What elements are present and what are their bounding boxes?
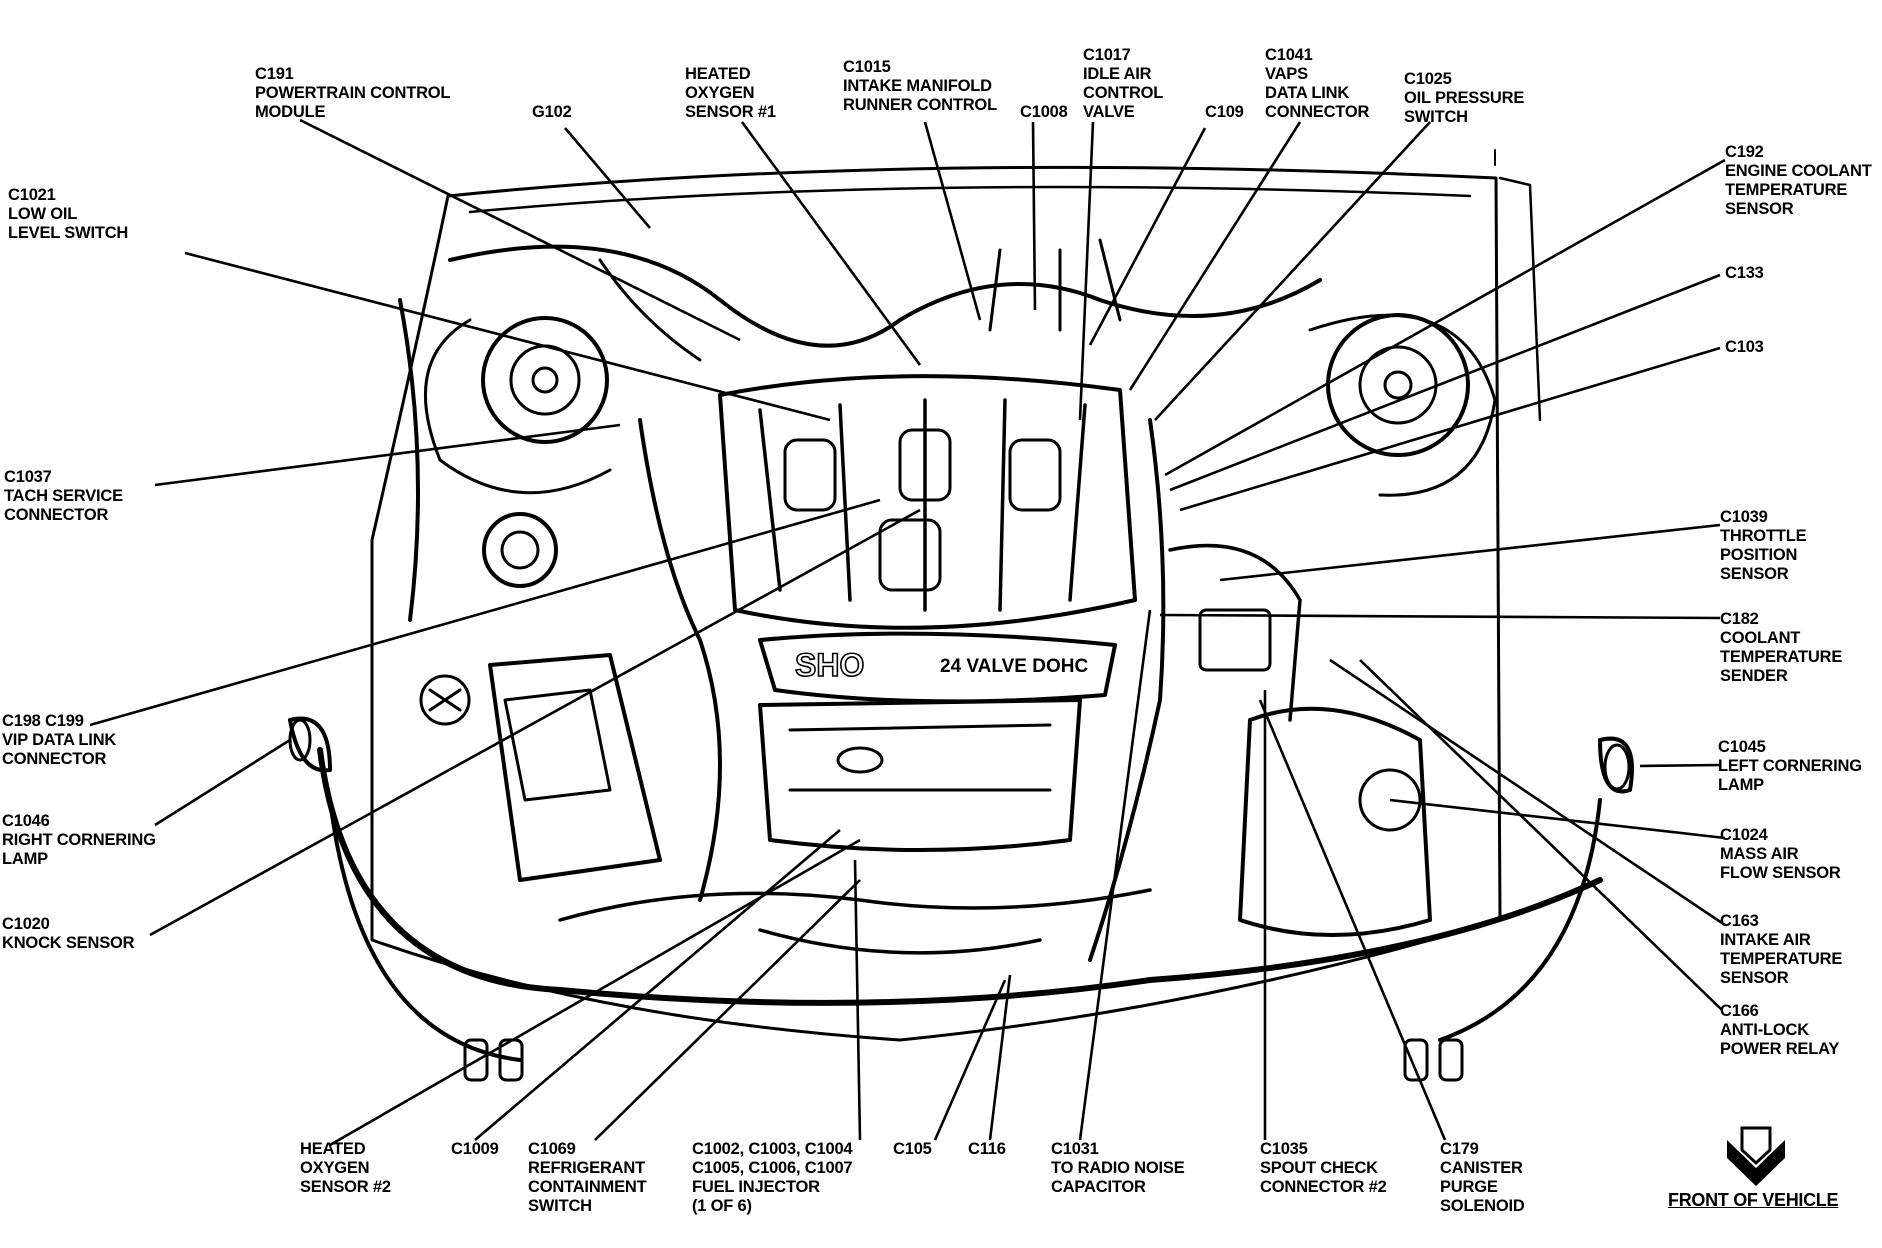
leader-lines	[89, 118, 1726, 1147]
leader-c1031	[1078, 609, 1152, 1141]
leader-heated-o2-1	[740, 121, 922, 366]
label-c105: C105	[893, 1140, 932, 1158]
leader-c1008	[1031, 121, 1037, 311]
leader-c109	[1088, 127, 1207, 346]
leader-c166	[1359, 659, 1723, 1011]
leader-c1045	[1639, 763, 1721, 768]
front-arrow-icon	[1727, 1126, 1785, 1186]
leader-c1037	[154, 423, 621, 487]
leader-c192	[1164, 158, 1726, 477]
label-c109: C109	[1205, 103, 1244, 121]
leader-c182	[1159, 613, 1721, 620]
label-c103: C103	[1725, 338, 1764, 356]
leader-c1046	[154, 738, 291, 827]
leader-c103	[1179, 346, 1721, 512]
leader-c1021	[184, 251, 831, 422]
label-c1009: C1009	[451, 1140, 499, 1158]
leader-c1002	[853, 859, 862, 1141]
leader-c1039	[1219, 523, 1721, 582]
leader-heated-o2-2	[329, 838, 861, 1147]
leader-c198	[89, 498, 881, 727]
leader-c105	[933, 979, 1007, 1141]
leader-c179	[1258, 699, 1447, 1141]
leader-c1025	[1154, 121, 1431, 421]
leader-c1009	[474, 829, 841, 1141]
leader-c1069	[594, 879, 861, 1141]
leader-c1017	[1078, 121, 1095, 421]
label-c1008: C1008	[1020, 103, 1068, 121]
leader-g102	[564, 127, 651, 229]
leader-c1015	[923, 121, 982, 321]
engine-illustration: SHO 24 VALVE DOHC	[288, 149, 1634, 1082]
label-c133: C133	[1725, 264, 1764, 282]
leader-c163	[1329, 658, 1726, 927]
leader-c1020	[149, 508, 921, 937]
leader-c1024	[1389, 798, 1726, 840]
front-of-vehicle-label: FRONT OF VEHICLE	[1668, 1190, 1839, 1210]
label-c116: C116	[968, 1140, 1006, 1158]
sho-logo: SHO	[795, 647, 864, 683]
leader-c116	[988, 974, 1012, 1141]
valve-dohc-text: 24 VALVE DOHC	[940, 656, 1088, 677]
leader-c133	[1169, 273, 1721, 492]
leader-c191	[299, 118, 741, 342]
leader-c1041	[1128, 121, 1302, 391]
label-g102: G102	[532, 103, 572, 121]
